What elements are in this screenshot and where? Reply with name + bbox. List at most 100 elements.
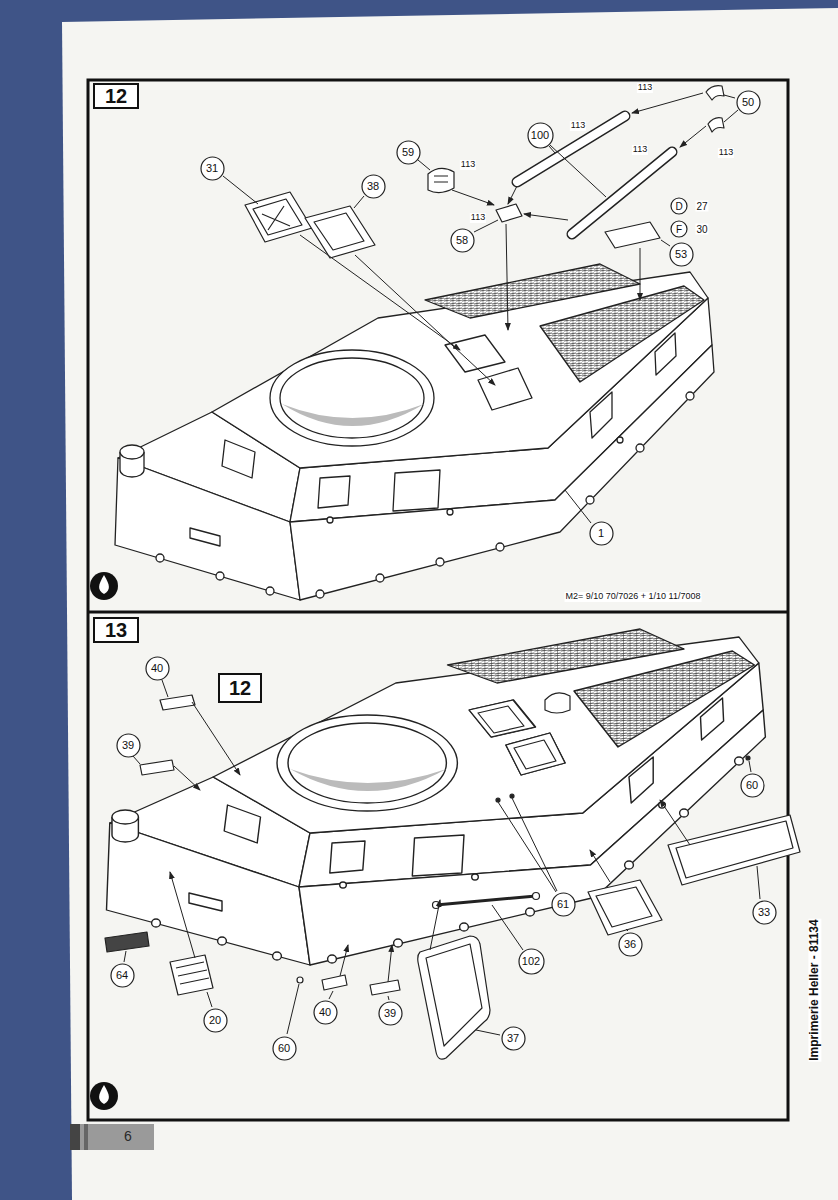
printer-imprint: Imprimerie Heller - 81134 <box>808 918 821 1061</box>
page-number-bar <box>70 1124 154 1150</box>
callout-text: 60 <box>278 1042 290 1054</box>
loose-parts-step13-part <box>176 962 209 984</box>
loose-parts-step12-part <box>305 206 375 258</box>
loose-parts-step13-part <box>668 815 800 885</box>
loose-parts-step12-part <box>605 222 660 248</box>
callout-text: 58 <box>456 234 468 246</box>
leader-lines-step12-part <box>565 490 591 523</box>
fitted-parts-step13-part <box>510 794 514 798</box>
paint-drop-icon-part <box>90 1082 118 1110</box>
loose-parts-step12-part <box>706 86 724 100</box>
callout-circle-outline <box>204 1009 227 1032</box>
callout-circle-outline <box>117 734 140 757</box>
loose-parts-step12-part <box>314 213 364 250</box>
paint-code-circle: D <box>670 197 688 215</box>
hull-top-step13 <box>107 629 766 965</box>
leader-lines-step13-part <box>162 680 168 697</box>
loose-parts-step12-part <box>434 176 448 182</box>
callout-number: 40 <box>313 1000 338 1025</box>
callout-number: 53 <box>669 242 694 267</box>
callout-number: 31 <box>200 156 225 181</box>
paint-quantity: 27 <box>695 201 708 212</box>
fit-arrows-step12-part <box>300 235 460 350</box>
loose-parts-step12-part <box>517 116 625 182</box>
part-number: 113 <box>460 160 476 170</box>
callout-circle-outline <box>379 1002 402 1025</box>
fitted-parts-step13-part <box>514 740 556 769</box>
leader-lines-step12-part <box>724 110 738 122</box>
fit-arrows-step13-part <box>340 945 348 976</box>
leader-lines-step13-part <box>757 866 760 899</box>
fit-arrows-step13-part <box>192 702 240 775</box>
fit-arrows-step13-part <box>174 766 200 790</box>
callout-circle-outline <box>753 901 776 924</box>
loose-parts-step12-part <box>572 152 672 234</box>
callout-text: 53 <box>675 248 687 260</box>
leader-lines-step13-part <box>498 802 556 892</box>
callout-text: 64 <box>116 969 128 981</box>
fitted-parts-step13-part <box>545 693 570 713</box>
loose-parts-step13 <box>105 695 800 1059</box>
paint-quantity: 30 <box>695 224 708 235</box>
fit-arrows-step12-part <box>680 126 706 147</box>
callout-number: 50 <box>736 90 761 115</box>
callout-circle-outline <box>397 141 420 164</box>
panel-frame <box>88 80 788 1120</box>
callout-number: 36 <box>618 932 643 957</box>
leader-lines-step12 <box>223 95 738 523</box>
callout-number: 33 <box>752 900 777 925</box>
fit-arrows-step12-part <box>506 224 508 330</box>
loose-parts-step13-part <box>436 896 536 905</box>
callout-circle-outline <box>671 198 687 214</box>
step-number: 13 <box>105 619 127 641</box>
leader-lines-step12-part <box>354 196 364 208</box>
fit-arrows-step13 <box>170 702 690 982</box>
loose-parts-step13-part <box>588 880 662 935</box>
leader-lines-step12-part <box>724 95 735 98</box>
callout-text: F <box>676 224 682 235</box>
leader-lines-step13-part <box>287 984 299 1034</box>
callout-text: 31 <box>206 162 218 174</box>
leader-lines-step13-part <box>626 929 628 931</box>
reference-step-box: 12 <box>218 673 262 703</box>
hull-top-step12-part <box>115 264 714 600</box>
loose-parts-step13-part <box>140 760 174 775</box>
callout-number: 39 <box>378 1001 403 1026</box>
fitted-parts-step13-part <box>496 798 500 802</box>
callout-circle-outline <box>273 1037 296 1060</box>
loose-parts-step12-part <box>517 116 625 182</box>
callout-circle-outline <box>362 175 385 198</box>
loose-parts-step13-part <box>170 955 213 995</box>
hull-top-step12 <box>115 264 714 600</box>
callout-text: 40 <box>319 1006 331 1018</box>
callout-number: 60 <box>272 1036 297 1061</box>
part-number: 113 <box>637 83 653 93</box>
leader-lines-step13-part <box>749 761 751 772</box>
callout-circle-outline <box>670 243 693 266</box>
fit-arrows-step12-part <box>640 248 641 300</box>
loose-parts-step12-part <box>496 204 522 222</box>
part-number: 113 <box>718 148 734 158</box>
leader-lines-step12-part <box>661 240 670 246</box>
paint-drop-icon-part <box>99 1085 109 1104</box>
panel-frame-part <box>88 611 788 614</box>
loose-parts-step13-part <box>533 893 540 900</box>
loose-parts-step13-part <box>105 932 149 952</box>
fit-arrows-step13-part <box>388 945 392 982</box>
callout-number: 39 <box>116 733 141 758</box>
callout-text: 59 <box>402 146 414 158</box>
fit-arrows-step13-part <box>170 872 195 958</box>
fitted-parts-step13-part <box>469 700 535 737</box>
fit-arrows-step12-part <box>508 186 517 204</box>
loose-parts-step13-part <box>322 975 347 990</box>
panel-frame-part <box>88 80 788 1120</box>
paint-code-circle: F <box>670 220 688 238</box>
fitted-parts-step13 <box>469 693 750 802</box>
callout-text: 50 <box>742 96 754 108</box>
loose-parts-step13-part <box>418 936 490 1059</box>
loose-parts-step13-part <box>676 821 793 878</box>
fit-arrows-step13-part <box>660 800 690 845</box>
fit-arrows-step12 <box>300 93 706 385</box>
leader-lines-step13-part <box>388 996 389 1000</box>
